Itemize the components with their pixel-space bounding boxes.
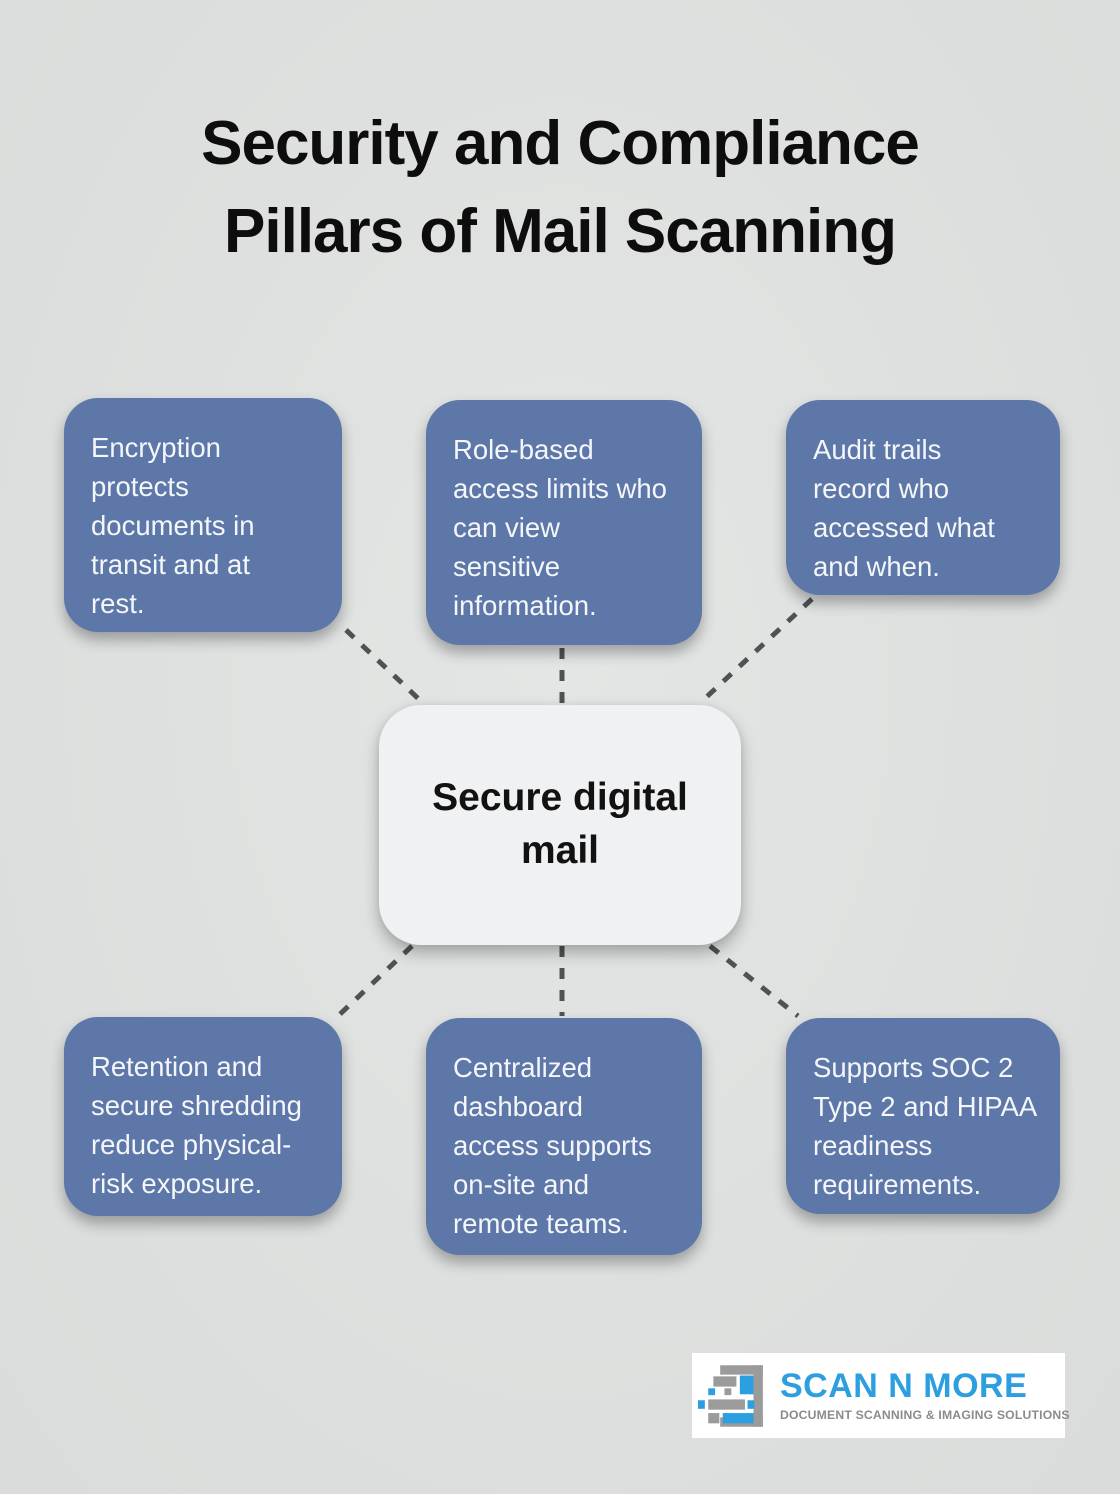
- scanned-document-icon: [698, 1364, 763, 1427]
- pillar-node-compliance-readiness: Supports SOC 2 Type 2 and HIPAA readines…: [786, 1018, 1060, 1214]
- logo-tagline: DOCUMENT SCANNING & IMAGING SOLUTIONS: [780, 1407, 1070, 1422]
- pillar-node-centralized-dashboard: Centralized dashboard access supports on…: [426, 1018, 702, 1255]
- pillar-node-audit-trails: Audit trails record who accessed what an…: [786, 400, 1060, 595]
- connector-bottom-left: [336, 944, 414, 1018]
- connector-bottom-right: [708, 944, 800, 1018]
- center-node-secure-digital-mail: Secure digital mail: [379, 705, 741, 945]
- connector-top-right: [698, 597, 814, 705]
- scan-n-more-logo: SCAN N MORE DOCUMENT SCANNING & IMAGING …: [692, 1353, 1070, 1438]
- pillar-node-retention-shredding: Retention and secure shredding reduce ph…: [64, 1017, 342, 1216]
- page-title: Security and Compliance Pillars of Mail …: [201, 109, 920, 267]
- logo-text-block: SCAN N MORE DOCUMENT SCANNING & IMAGING …: [780, 1367, 1070, 1422]
- pillar-node-role-based-access: Role-based access limits who can view se…: [426, 400, 702, 645]
- pillar-node-encryption: Encryption protects documents in transit…: [64, 398, 342, 632]
- connector-top-left: [344, 628, 426, 706]
- logo-wordmark: SCAN N MORE: [780, 1367, 1028, 1406]
